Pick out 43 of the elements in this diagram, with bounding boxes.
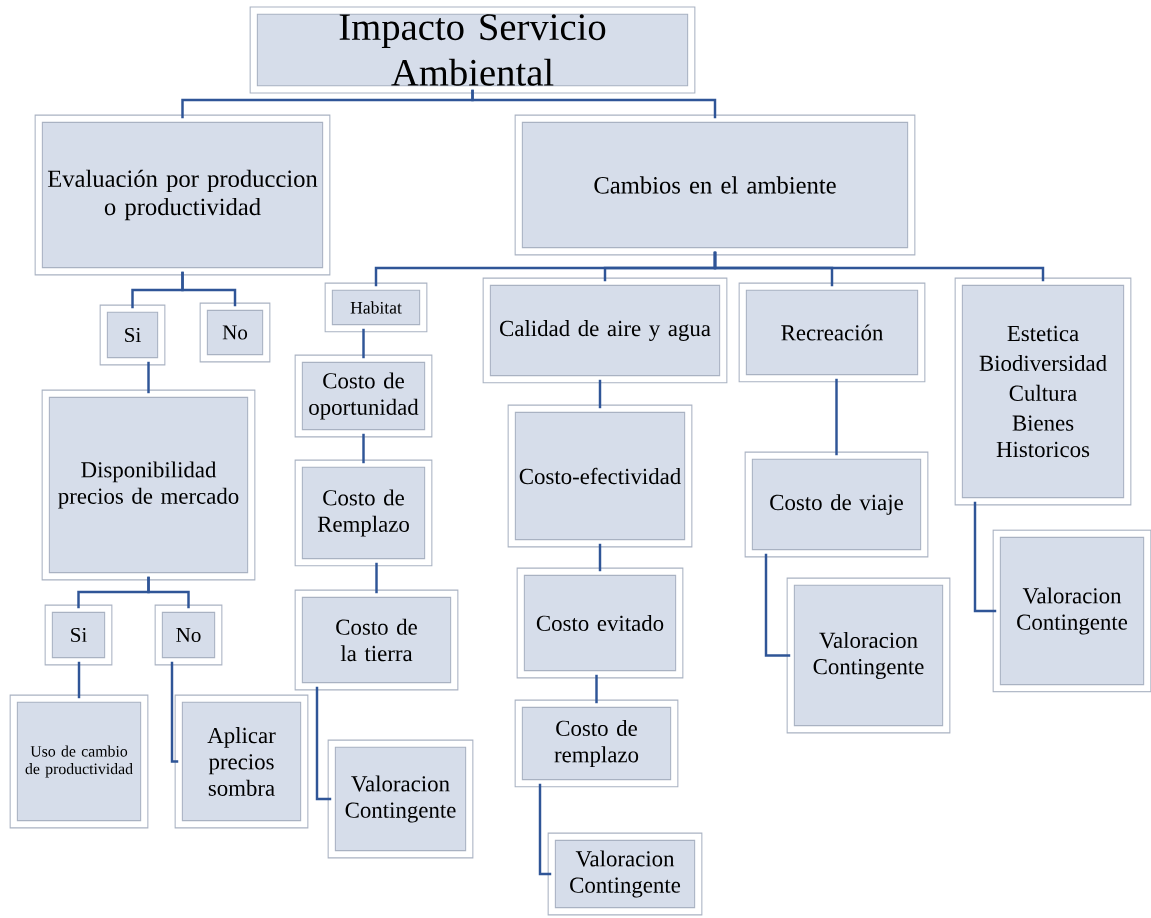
connector-line	[713, 251, 1045, 282]
connector-line	[764, 553, 791, 657]
process-box: Costo de la tierra	[294, 589, 459, 691]
process-box: Costo de viaje	[744, 451, 929, 558]
connector-line	[973, 501, 997, 613]
connector-line	[147, 361, 150, 394]
process-box: Aplicar precios sombra	[174, 694, 309, 829]
connector-line	[471, 89, 717, 119]
process-box: Valoracion Contingente	[547, 832, 703, 916]
process-box: Valoracion Contingente	[327, 739, 474, 859]
connector-line	[375, 562, 378, 594]
process-box: Disponibilidad precios de mercado	[41, 389, 256, 581]
process-box: Evaluación por produccion o productividad	[34, 114, 331, 276]
process-box: Recreación	[738, 282, 926, 383]
connector-line	[362, 328, 365, 359]
connector-line	[362, 433, 365, 464]
process-box: Costo evitado	[516, 567, 684, 679]
process-box: Si	[99, 304, 166, 366]
process-box: No	[154, 604, 223, 666]
connector-line	[598, 543, 602, 572]
connector-line	[147, 576, 190, 609]
connector-line	[181, 271, 237, 307]
connector-line	[77, 661, 81, 699]
process-box: Valoracion Contingente	[786, 577, 951, 734]
connector-line	[538, 783, 552, 876]
process-box: No	[199, 302, 271, 363]
connector-line	[595, 674, 598, 704]
process-box: Estetica Biodiversidad Cultura Bienes Historicos	[954, 277, 1132, 506]
connector-line	[598, 379, 602, 409]
connector-line	[835, 378, 838, 456]
process-box: Si	[44, 604, 113, 666]
process-box: Habitat	[324, 282, 428, 333]
process-box: Costo-efectividad	[507, 404, 693, 548]
connector-line	[170, 661, 179, 763]
title-box: Impacto Servicio Ambiental	[249, 6, 696, 94]
process-box: Costo de remplazo	[514, 699, 679, 788]
process-box: Calidad de aire y agua	[482, 277, 728, 384]
process-box: Cambios en el ambiente	[514, 114, 916, 256]
connector-line	[315, 686, 332, 801]
process-box: Valoracion Contingente	[992, 529, 1151, 693]
process-box: Costo de oportunidad	[294, 354, 433, 438]
process-box: Costo de Remplazo	[294, 459, 433, 567]
process-box: Uso de cambio de productividad	[9, 694, 149, 829]
